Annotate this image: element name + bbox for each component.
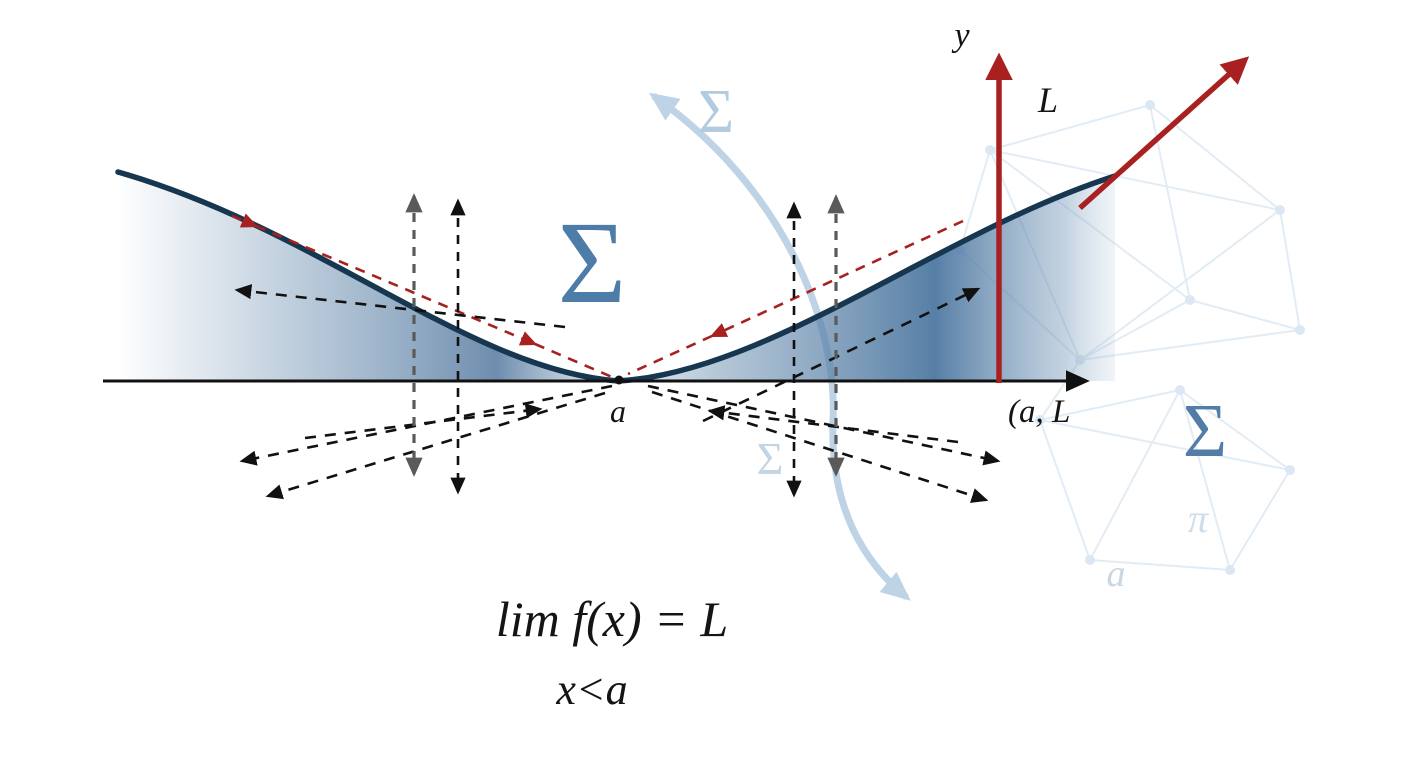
coord-point-label: (a, L (1008, 394, 1070, 430)
sigma-large-glyph: Σ (558, 197, 627, 328)
faint-pi-glyph: π (1188, 496, 1209, 541)
tangent-right (627, 219, 964, 376)
sigma-right-glyph: Σ (1183, 389, 1227, 473)
formula-line1: lim f(x) = L (496, 591, 728, 647)
sigma-faint-glyph: Σ (757, 433, 784, 484)
dashed-arrow-up-right (702, 287, 981, 423)
dashed-arrow-down-right-1 (647, 384, 1001, 466)
tangent-left (231, 213, 613, 379)
faint-a-glyph: a (1107, 553, 1126, 595)
y-axis-label: y (951, 17, 970, 54)
dashed-arrow-down-right-2 (651, 390, 989, 503)
formula-line2: x<a (555, 665, 627, 714)
dashed-arrow-down-left-2 (265, 391, 606, 500)
limit-value-label: L (1037, 80, 1058, 120)
sigma-top-glyph: Σ (698, 78, 734, 146)
tangency-point (614, 375, 624, 385)
diagonal-red-arrow (1078, 56, 1250, 211)
dashed-arrow-left-horizontal (234, 284, 566, 329)
a-point-label: a (610, 393, 626, 429)
shaded-region (118, 172, 1115, 381)
